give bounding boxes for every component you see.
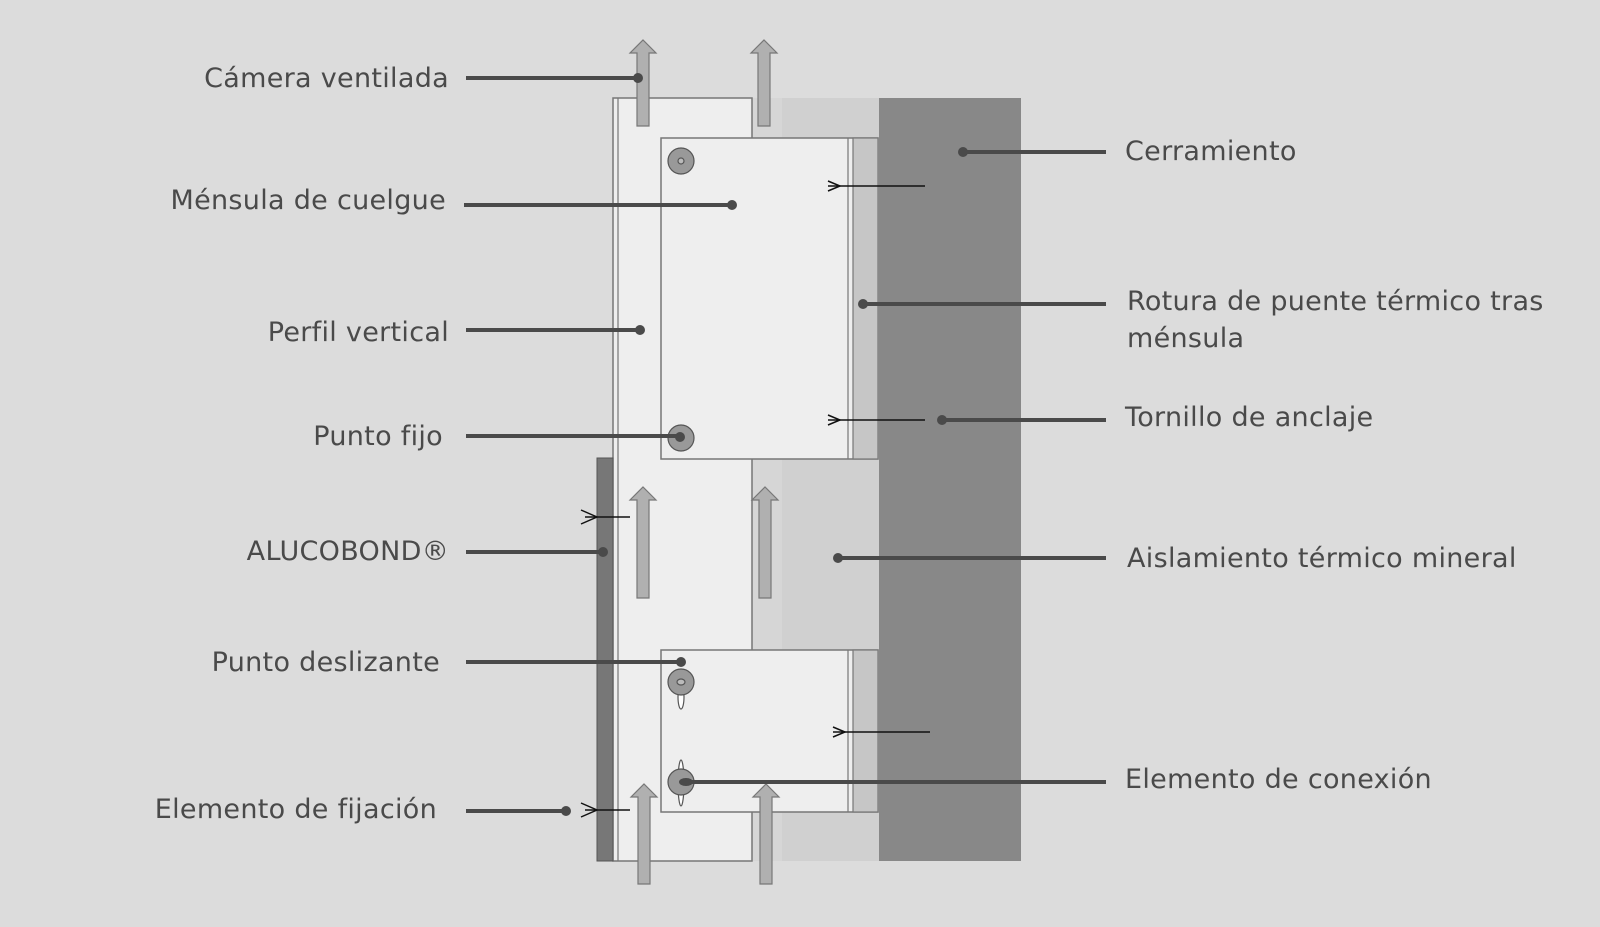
label-mensula-de-cuelgue: Ménsula de cuelgue (170, 185, 446, 216)
leader-lines (464, 73, 1106, 816)
airflow-arrow-icon (629, 783, 659, 885)
label-elemento-de-conexion: Elemento de conexión (1125, 764, 1432, 795)
airflow-arrow-icon (751, 783, 781, 885)
label-camera-ventilada: Cámera ventilada (204, 63, 449, 94)
airflow-arrow-icon (750, 486, 780, 599)
alucobond-panel (596, 457, 614, 862)
airflow-arrow-icon (628, 486, 658, 599)
wall-closure (879, 98, 1021, 861)
airflow-arrow-icon (628, 39, 658, 127)
label-punto-fijo: Punto fijo (313, 421, 443, 452)
label-cerramiento: Cerramiento (1125, 136, 1297, 167)
label-rotura-puente-termico-line2: ménsula (1127, 323, 1245, 354)
anchor-screws (580, 180, 930, 818)
label-perfil-vertical: Perfil vertical (267, 317, 449, 348)
label-tornillo-de-anclaje: Tornillo de anclaje (1125, 402, 1374, 433)
label-elemento-de-fijacion: Elemento de fijación (154, 794, 437, 825)
label-aislamiento-termico-mineral: Aislamiento térmico mineral (1127, 543, 1517, 574)
label-alucobond: ALUCOBOND® (246, 536, 449, 567)
label-rotura-puente-termico: Rotura de puente térmico tras (1127, 286, 1544, 317)
label-punto-deslizante: Punto deslizante (211, 647, 440, 678)
airflow-arrow-icon (749, 39, 779, 127)
upper-bracket (660, 137, 879, 460)
airflow-arrows (628, 39, 781, 885)
